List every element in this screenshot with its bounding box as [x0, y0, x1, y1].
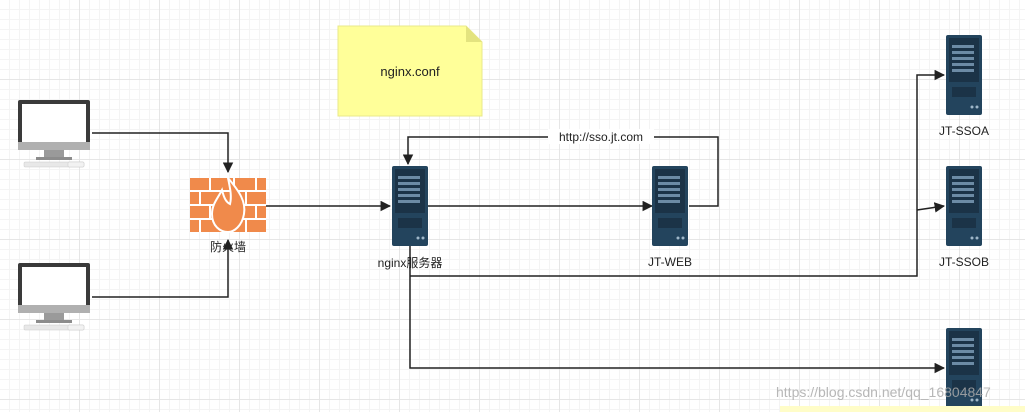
note-text: nginx.conf: [380, 64, 440, 79]
edge-nginx-to-sso-c: [409, 246, 946, 374]
client-pc-1[interactable]: [17, 99, 91, 168]
client-pc-2[interactable]: [17, 262, 91, 331]
watermark-text: https://blog.csdn.net/qq_16804847: [776, 384, 991, 400]
firewall-icon: [190, 174, 266, 234]
desktop-monitor-icon: [17, 262, 91, 331]
jt-web-label: JT-WEB: [648, 255, 692, 269]
bottom-highlight-strip: [780, 406, 1025, 412]
nginx-conf-note[interactable]: nginx.conf: [337, 25, 483, 117]
firewall-label: 防火墙: [210, 239, 246, 254]
server-icon: [946, 35, 982, 115]
firewall-node[interactable]: 防火墙: [190, 174, 266, 254]
edge-loop-label: http://sso.jt.com: [559, 130, 643, 144]
edge-jtweb-loop-to-nginx: http://sso.jt.com: [402, 129, 719, 207]
desktop-monitor-icon: [17, 99, 91, 168]
edge-nginx-to-ssoa: [410, 69, 946, 277]
jt-ssoa-server-node[interactable]: JT-SSOA: [939, 35, 989, 138]
nginx-server-node[interactable]: nginx服务器: [378, 166, 443, 270]
edge-pc1-to-firewall: [92, 132, 234, 174]
server-icon: [652, 166, 688, 246]
jt-web-server-node[interactable]: JT-WEB: [648, 166, 692, 269]
jt-ssob-label: JT-SSOB: [939, 255, 989, 269]
nginx-label: nginx服务器: [378, 255, 443, 270]
edge-nginx-to-ssob: [916, 202, 946, 213]
server-icon: [946, 166, 982, 246]
jt-ssob-server-node[interactable]: JT-SSOB: [939, 166, 989, 269]
edge-pc2-to-firewall: [92, 238, 234, 298]
server-icon: [392, 166, 428, 246]
jt-ssoa-label: JT-SSOA: [939, 124, 989, 138]
